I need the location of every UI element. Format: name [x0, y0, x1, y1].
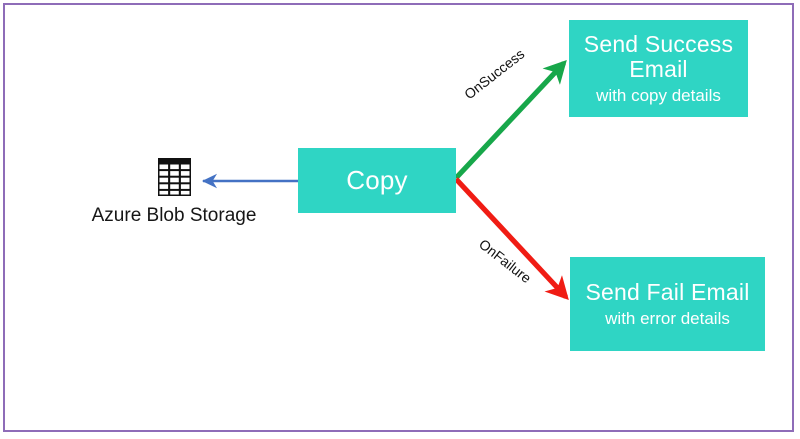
node-send-success-email[interactable]: Send Success Email with copy details	[569, 20, 748, 117]
node-send-fail-email[interactable]: Send Fail Email with error details	[570, 257, 765, 351]
table-icon	[157, 158, 191, 196]
dataset-label: Azure Blob Storage	[91, 205, 257, 226]
node-copy-activity[interactable]: Copy	[298, 148, 456, 213]
dataset-azure-blob-storage[interactable]: Azure Blob Storage	[91, 158, 257, 227]
node-fail-title: Send Fail Email	[585, 279, 750, 306]
node-fail-subtitle: with error details	[605, 308, 730, 328]
node-success-title: Send Success Email	[583, 30, 734, 83]
node-success-subtitle: with copy details	[596, 86, 721, 106]
node-copy-title: Copy	[346, 164, 408, 195]
